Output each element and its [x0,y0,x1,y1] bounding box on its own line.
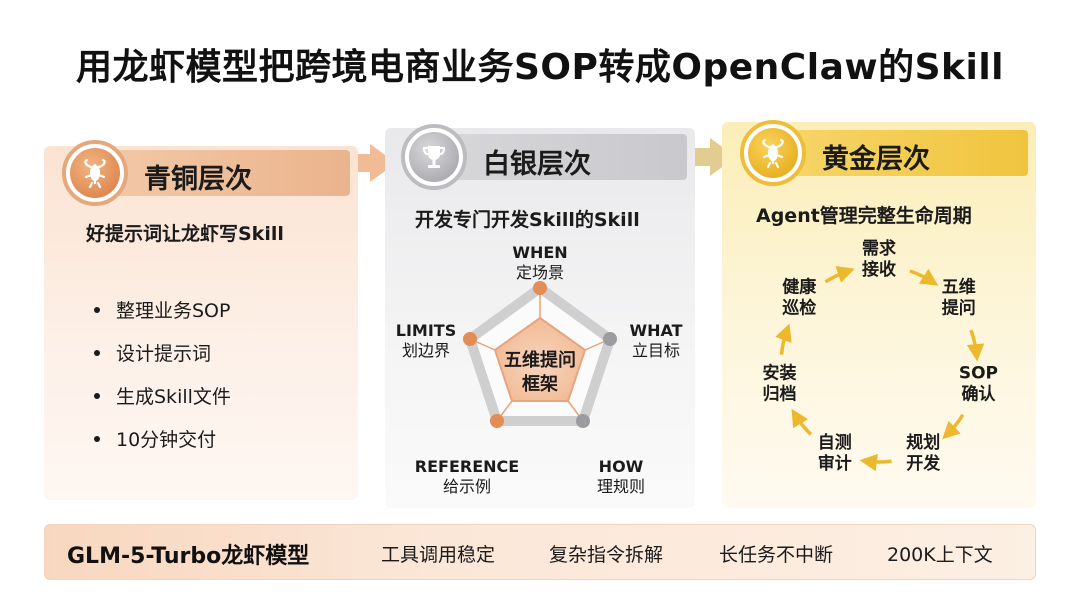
tier-title: 黄金层次 [822,144,930,175]
silver-panel: 白银层次 开发专门开发Skill的Skill 五维提问 框架 [385,124,695,508]
cycle-arrow [909,268,939,286]
cycle-step-label: 需求 [862,238,896,259]
feature-label: 工具调用稳定 [381,544,496,566]
cycle-arrow [824,265,855,284]
dim-reference-en: REFERENCE [415,457,519,476]
cycle-arrow [791,408,813,436]
arrow-right-icon [674,138,736,176]
list-item: 生成Skill文件 [94,374,231,417]
cycle-step-label: 自测 [818,432,852,453]
cycle-step-label: 接收 [862,259,896,280]
tier-subtitle: 开发专门开发Skill的Skill [415,209,640,231]
feature-label: 长任务不中断 [719,544,834,566]
cycle-arrow [775,323,792,355]
tier-badge [401,124,467,190]
model-bar: GLM-5-Turbo龙虾模型 工具调用稳定 复杂指令拆解 长任务不中断 200… [44,524,1036,580]
cycle-step-label: 安装 [763,363,797,384]
cycle-step-label: 规划 [906,432,940,453]
dim-what-zh: 立目标 [632,341,680,360]
cycle-step-label: 开发 [906,453,941,474]
vertex-dot [533,281,547,295]
cycle-step-label: 审计 [818,453,852,474]
list-item: 整理业务SOP [94,288,231,331]
cycle-step-label: 巡检 [782,297,816,318]
tier-title: 青铜层次 [144,164,252,195]
step-list: 整理业务SOP 设计提示词 生成Skill文件 10分钟交付 [94,288,231,460]
tier-subtitle: 好提示词让龙虾写Skill [86,223,284,245]
tier-header [774,130,1028,176]
cycle-step-label: SOP [959,364,998,384]
tier-header [96,150,350,196]
dim-when-zh: 定场景 [516,263,564,282]
cycle-step-label: 归档 [763,384,797,405]
tier-badge [740,120,806,186]
cycle-step-label: 五维 [942,276,976,297]
lobster-icon [762,138,784,169]
tier-title: 白银层次 [483,149,591,180]
dim-limits-zh: 划边界 [402,341,450,360]
cycle-arrow [966,329,985,362]
cycle-arrow [942,413,965,440]
trophy-icon [422,146,446,168]
center-label: 五维提问 [504,349,576,371]
feature-label: 复杂指令拆解 [549,544,664,566]
dim-how-zh: 理规则 [597,477,645,496]
list-item: 设计提示词 [94,331,231,374]
dim-what-en: WHAT [629,321,682,340]
vertex-dot [490,414,504,428]
tier-subtitle: Agent管理完整生命周期 [756,205,972,227]
five-dimension-diagram: 五维提问 框架 WHEN 定场景 WHAT 立目标 HOW 理规则 REFERE… [396,243,683,496]
inner-pentagon [493,316,587,402]
vertex-dot [463,332,477,346]
dim-how-en: HOW [599,457,644,476]
vertex-dot [603,332,617,346]
dim-when-en: WHEN [512,243,567,262]
cycle-step-label: 提问 [942,297,976,318]
tier-badge [62,140,128,206]
dim-reference-zh: 给示例 [443,477,491,496]
center-label-line2: 框架 [522,373,558,395]
cycle-step-label: 健康 [782,276,817,297]
tier-header [437,134,687,180]
page-title: 用龙虾模型把跨境电商业务SOP转成OpenClaw的Skill [75,47,1005,88]
lobster-icon [84,158,106,189]
arrow-right-icon [334,144,396,182]
cycle-step-label: 确认 [961,384,996,405]
vertex-dot [576,414,590,428]
feature-label: 200K上下文 [887,544,993,566]
bronze-panel: 青铜层次 好提示词让龙虾写Skill 整理业务SOP 设计提示词 生成Skill… [44,140,358,500]
list-item: 10分钟交付 [94,417,231,460]
dim-limits-en: LIMITS [396,321,456,340]
cycle-arrow [859,453,892,472]
model-name: GLM-5-Turbo龙虾模型 [67,544,310,569]
